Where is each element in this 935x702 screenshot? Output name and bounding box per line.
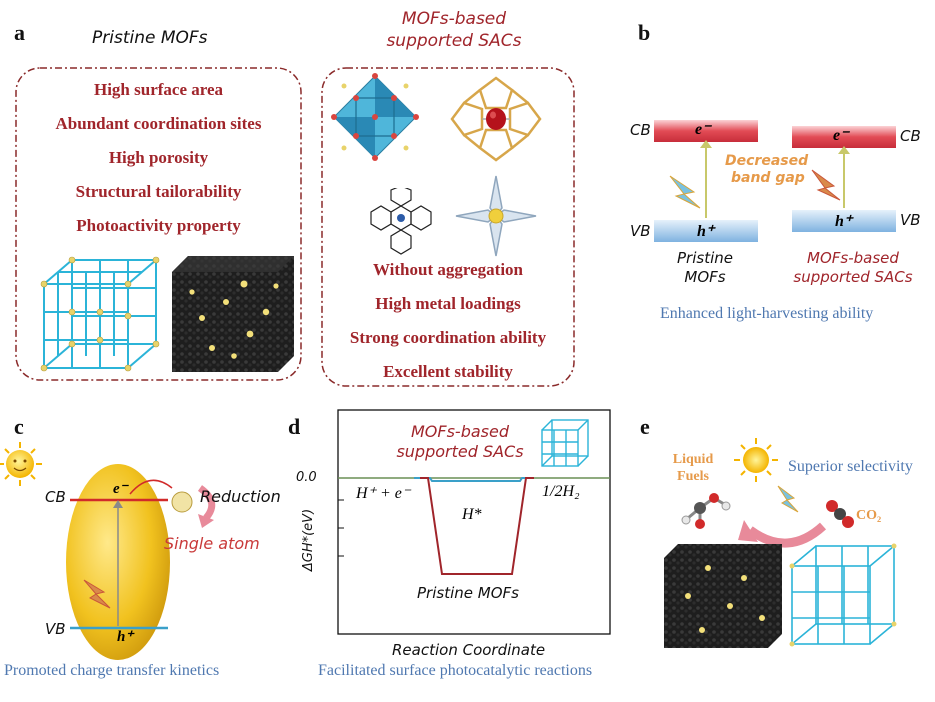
plot-frame xyxy=(337,409,611,635)
light-bolt-c xyxy=(83,579,111,609)
reduction-arrow xyxy=(197,485,216,521)
pristine-line2: MOFs xyxy=(684,268,726,286)
cb-label-right: CB xyxy=(900,127,921,145)
selectivity-diagram xyxy=(664,438,897,648)
feature-without-aggregation: Without aggregation xyxy=(372,260,524,279)
vb-label-right: VB xyxy=(900,211,921,229)
feature-tailorability: Structural tailorability xyxy=(75,182,242,201)
superior-selectivity-label: Superior selectivity xyxy=(788,458,913,475)
reactant-label: H⁺ + e⁻ xyxy=(356,485,411,502)
charge-transfer-diagram xyxy=(0,442,216,660)
pristine-label-d: Pristine MOFs xyxy=(417,584,519,602)
caption-surface-reactions: Facilitated surface photocatalytic react… xyxy=(318,662,593,679)
feature-strong-coordination: Strong coordination ability xyxy=(349,328,547,347)
electron-left: e⁻ xyxy=(695,121,711,138)
sac-d-line1: MOFs-based xyxy=(410,422,509,441)
mof-cage-e xyxy=(791,545,895,645)
feature-high-metal-loadings: High metal loadings xyxy=(375,294,521,313)
co2-label: CO₂ xyxy=(856,508,882,523)
sac-title-line1: MOFs-based xyxy=(401,9,507,29)
pristine-line1: Pristine xyxy=(677,249,733,267)
panel-e-letter: e xyxy=(640,414,650,439)
feature-high-porosity: High porosity xyxy=(108,148,209,167)
liquid-line1: Liquid xyxy=(672,452,714,467)
vb-band-left xyxy=(654,220,758,242)
mini-cage-icon xyxy=(541,419,589,467)
mof-cage-lattice-icon xyxy=(40,256,160,372)
vb-band-right xyxy=(792,210,896,232)
single-atom-linker-icon xyxy=(455,175,537,257)
mof-block-e xyxy=(664,544,782,648)
decreased-line2: band gap xyxy=(731,170,805,186)
reduction-label: Reduction xyxy=(200,487,281,506)
pristine-mofs-label-b: Pristine MOFs xyxy=(660,249,750,287)
pristine-path xyxy=(420,477,534,575)
light-bolt-left xyxy=(669,175,701,209)
sac-d-line2: supported SACs xyxy=(396,442,524,461)
cb-band-left xyxy=(654,120,758,142)
sacs-label-b: MOFs-based supported SACs xyxy=(776,249,930,287)
liquid-fuels-label: Liquid Fuels xyxy=(665,451,721,485)
electron-right: e⁻ xyxy=(833,127,849,144)
sac-title: MOFs-based supported SACs xyxy=(334,8,574,52)
pristine-mofs-title: Pristine MOFs xyxy=(92,28,208,48)
hole-right: h⁺ xyxy=(835,213,853,230)
porphyrin-metal-icon xyxy=(450,76,542,162)
conversion-arrow xyxy=(747,522,827,548)
caption-charge-transfer: Promoted charge transfer kinetics xyxy=(4,662,220,679)
y-axis-label: ΔGH*(eV) xyxy=(301,508,316,572)
vb-label-c: VB xyxy=(45,620,66,638)
light-bolt-right xyxy=(811,169,841,201)
feature-high-surface-area: High surface area xyxy=(93,80,224,99)
band-diagram xyxy=(654,120,896,242)
mof-block-single-atoms-icon xyxy=(172,256,294,372)
single-atom-label: Single atom xyxy=(164,534,260,553)
sun-icon-e xyxy=(734,438,778,482)
x-axis-label: Reaction Coordinate xyxy=(392,641,546,659)
liquid-line2: Fuels xyxy=(677,469,709,484)
panel-a-letter: a xyxy=(14,20,25,45)
sac-label-d: MOFs-based supported SACs xyxy=(370,422,550,462)
feature-photoactivity: Photoactivity property xyxy=(76,216,241,235)
sacs-line1: MOFs-based xyxy=(807,249,899,267)
zero-tick-label: 0.0 xyxy=(296,470,317,485)
decreased-line1: Decreased xyxy=(725,153,809,169)
metallo-phthalocyanine-icon xyxy=(370,188,432,255)
sbu-cluster-icon xyxy=(331,73,419,161)
panel-d-letter: d xyxy=(288,414,301,439)
sac-title-line2: supported SACs xyxy=(386,31,522,51)
formic-acid-molecule-icon xyxy=(681,493,731,529)
hole-left: h⁺ xyxy=(697,223,715,240)
cb-label-left: CB xyxy=(630,121,651,139)
light-bolt-e xyxy=(777,485,799,513)
sac-frame xyxy=(321,67,575,387)
product-label: 1/2H₂ xyxy=(542,483,580,500)
sacs-line2: supported SACs xyxy=(793,268,913,286)
intermediate-label: H* xyxy=(462,506,482,523)
caption-light-harvesting: Enhanced light-harvesting ability xyxy=(660,305,874,322)
cb-label-c: CB xyxy=(45,488,66,506)
feature-coordination-sites: Abundant coordination sites xyxy=(55,114,262,133)
panel-c-letter: c xyxy=(14,414,24,439)
feature-excellent-stability: Excellent stability xyxy=(383,362,513,381)
hole-c: h⁺ xyxy=(117,629,134,645)
decreased-band-gap-label: Decreased band gap xyxy=(725,153,808,187)
co2-molecule-icon xyxy=(826,500,854,528)
single-atom-sphere xyxy=(171,491,193,513)
cb-band-right xyxy=(792,126,896,148)
pristine-frame xyxy=(15,67,302,381)
panel-b-letter: b xyxy=(638,20,651,45)
vb-label-left: VB xyxy=(630,222,651,240)
sun-icon xyxy=(0,442,42,486)
electron-c: e⁻ xyxy=(113,481,128,497)
